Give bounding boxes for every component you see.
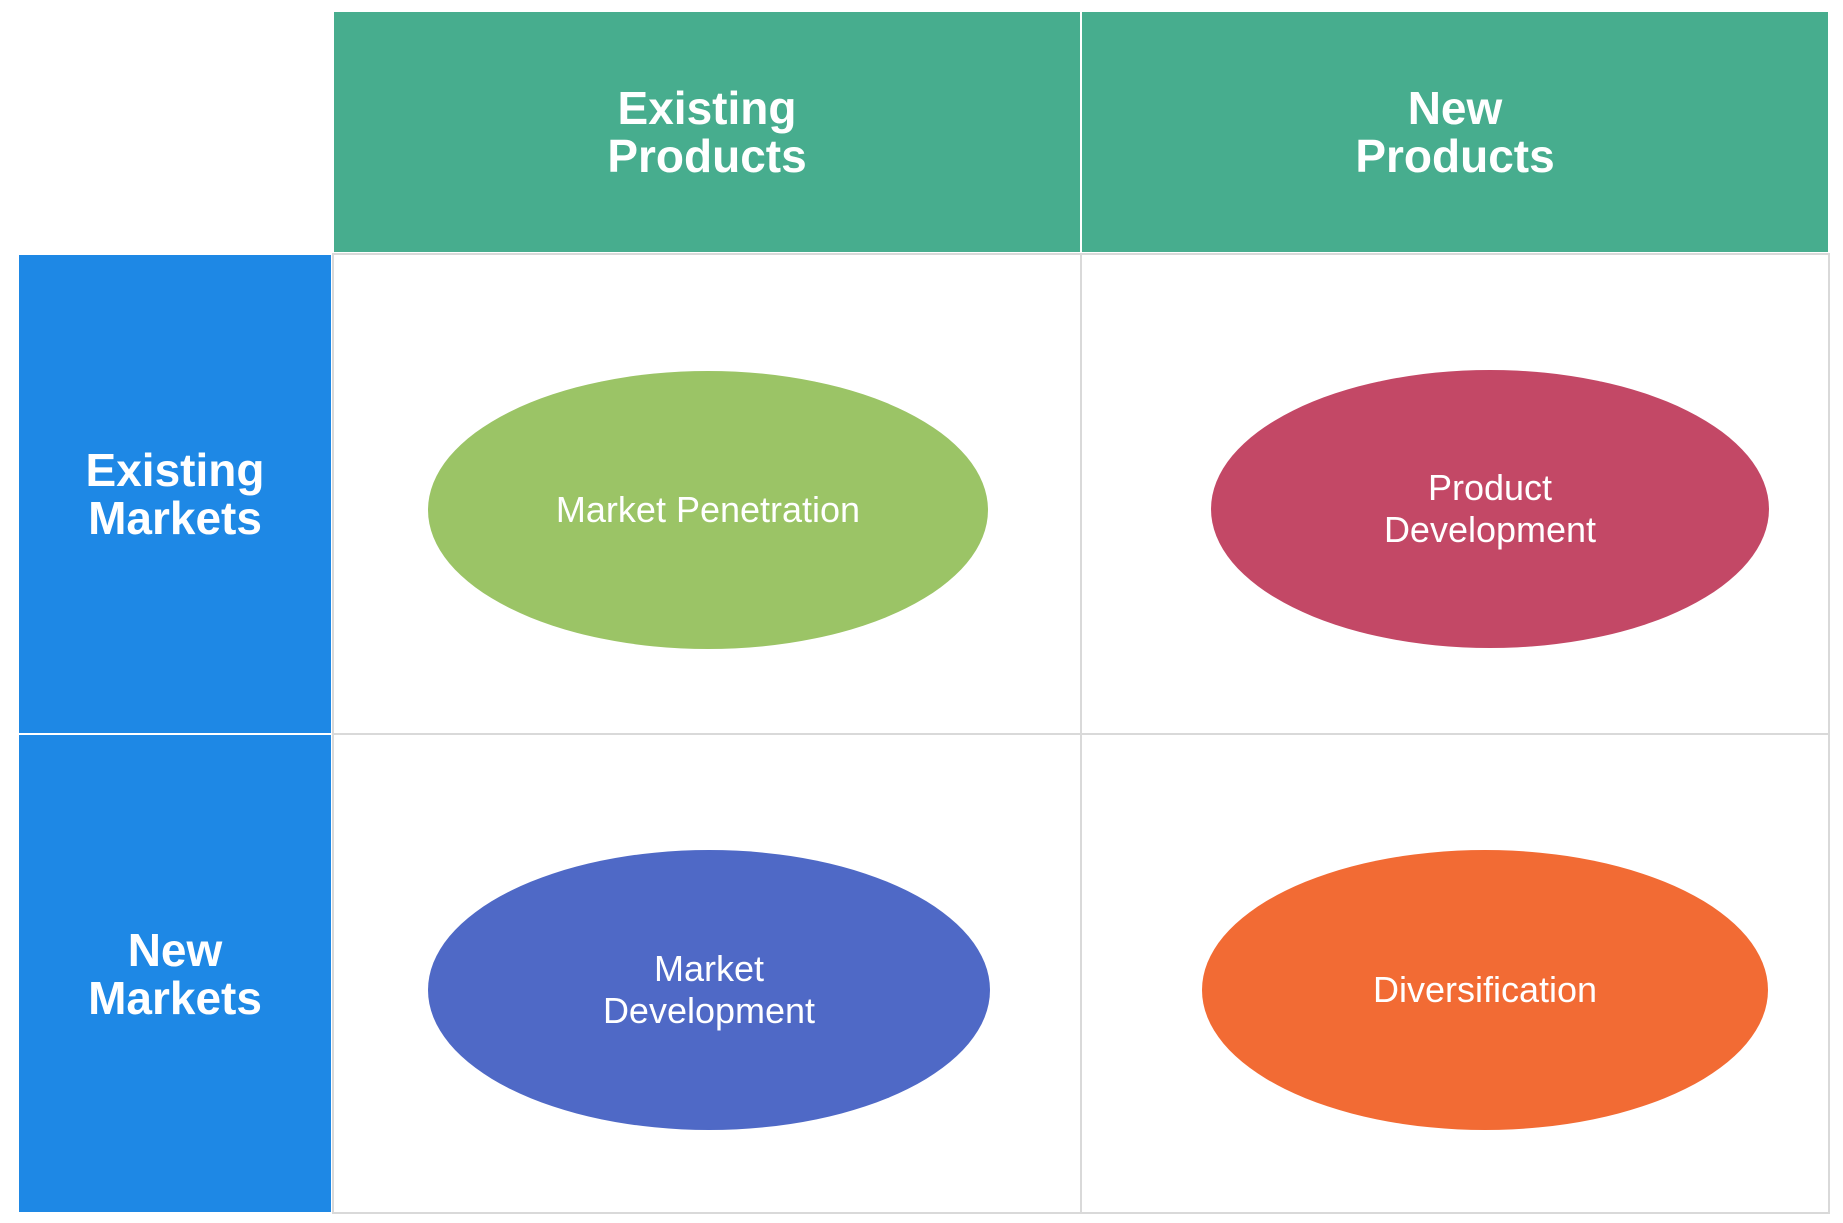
row-header-line: Markets: [88, 971, 262, 1024]
ellipse-label: Product: [1427, 467, 1553, 508]
ellipse-label: Development: [1383, 509, 1597, 550]
diversification-ellipse: Diversification: [1202, 850, 1768, 1130]
ellipse-label: Market: [653, 948, 765, 989]
row-header-line: Markets: [88, 492, 262, 544]
column-header-line: Existing: [617, 82, 797, 134]
column-header-existing-products: Existing Products: [334, 12, 1080, 252]
market-penetration-ellipse: Market Penetration: [428, 371, 988, 649]
row-header-line: New: [127, 923, 223, 976]
ellipse-label: Development: [602, 990, 816, 1031]
row-header-line: Existing: [85, 444, 265, 496]
ellipse-label: Market Penetration: [555, 489, 861, 530]
column-header-line: Products: [607, 130, 807, 182]
market-development-ellipse: Market Development: [428, 850, 990, 1130]
product-development-ellipse: Product Development: [1211, 370, 1769, 648]
ellipse-label: Diversification: [1372, 969, 1598, 1010]
row-header-existing-markets: Existing Markets: [19, 255, 331, 733]
column-header-line: Products: [1355, 130, 1555, 182]
row-header-new-markets: New Markets: [19, 735, 331, 1212]
column-header-new-products: New Products: [1082, 12, 1828, 252]
column-header-line: New: [1407, 82, 1503, 134]
